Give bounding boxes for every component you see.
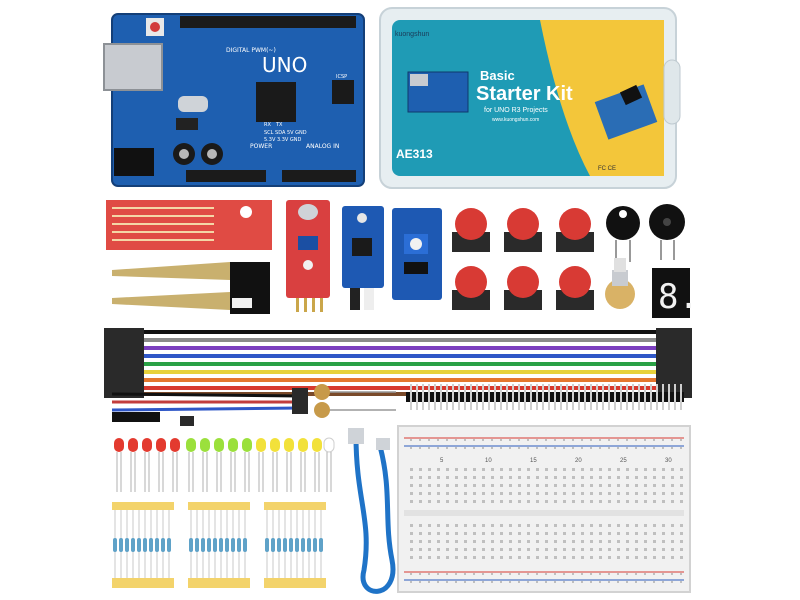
reset-button [150, 22, 160, 32]
push-button [452, 208, 490, 252]
led [298, 438, 308, 492]
push-button [452, 266, 490, 310]
resistor-strip [264, 502, 326, 588]
sound-sensor [286, 200, 330, 312]
kit-brand: kuongshun [395, 31, 429, 38]
soil-moisture-probes [112, 262, 270, 314]
seven-segment-display: 8. [652, 268, 699, 318]
kit-title-line1: Basic [480, 68, 515, 83]
led [242, 438, 252, 492]
red-push-buttons [452, 208, 594, 310]
led [186, 438, 196, 492]
led [270, 438, 280, 492]
push-button [556, 266, 594, 310]
kit-model-code: AE313 [396, 147, 433, 161]
led [114, 438, 124, 492]
kit-cert-marks: FC CE [598, 166, 616, 172]
board-pin-labels-1: SCL SDA 5V GND [264, 130, 307, 136]
potentiometer [605, 258, 635, 309]
board-pin-labels-2: 5.3V 3.3V GND [264, 137, 302, 143]
resistor-strips [112, 502, 326, 588]
board-digital-label: DIGITAL PWM(~) [226, 47, 276, 54]
breadboard-column-number: 10 [485, 458, 492, 464]
led [170, 438, 180, 492]
usb-port [103, 43, 163, 91]
led [128, 438, 138, 492]
led [228, 438, 238, 492]
board-model-label: UNO [262, 53, 307, 77]
dupont-wires [111, 388, 308, 426]
ldr-module [392, 208, 442, 300]
resistor-strip [188, 502, 250, 588]
board-icsp-label: ICSP [336, 74, 347, 80]
led [200, 438, 210, 492]
arduino-uno-board: UNO DIGITAL PWM(~) POWER ANALOG IN ICSP … [103, 13, 365, 187]
kit-title-line2: Starter Kit [476, 83, 573, 105]
led [142, 438, 152, 492]
yellow-leds [256, 438, 322, 492]
ir-obstacle-sensor [342, 206, 384, 310]
breadboard-column-number: 5 [440, 458, 444, 464]
board-power-label: POWER [250, 143, 272, 150]
red-leds [114, 438, 180, 492]
board-analog-label: ANALOG IN [306, 143, 339, 150]
led [284, 438, 294, 492]
board-tx-label: TX [275, 122, 283, 128]
starter-kit-box: kuongshun Basic Starter Kit for UNO R3 P… [379, 7, 681, 189]
breadboard-column-number: 20 [575, 458, 582, 464]
led [214, 438, 224, 492]
breadboard-column-number: 30 [665, 458, 672, 464]
kit-subtitle: for UNO R3 Projects [484, 107, 548, 114]
resistor-strip [112, 502, 174, 588]
kit-website: www.kuongshun.com [492, 117, 539, 123]
green-leds [186, 438, 252, 492]
led [256, 438, 266, 492]
passive-buzzer [649, 204, 685, 260]
push-button [556, 208, 594, 252]
white-led [323, 437, 335, 492]
mcu-chip [256, 82, 296, 122]
push-button [504, 208, 542, 252]
led [156, 438, 166, 492]
breadboard-column-number: 25 [620, 458, 627, 464]
active-buzzer [606, 206, 640, 262]
jumper-wires [104, 328, 692, 398]
led [312, 438, 322, 492]
usb-cable [348, 428, 396, 594]
ldr-photoresistors [314, 384, 396, 418]
pin-header-strip [406, 384, 684, 410]
segment-digit: 8. [658, 277, 699, 317]
board-rx-label: RX [264, 122, 271, 128]
push-button [504, 266, 542, 310]
water-level-sensor [106, 200, 272, 250]
breadboard: 5 10 15 20 25 30 [397, 425, 691, 593]
breadboard-column-number: 15 [530, 458, 537, 464]
